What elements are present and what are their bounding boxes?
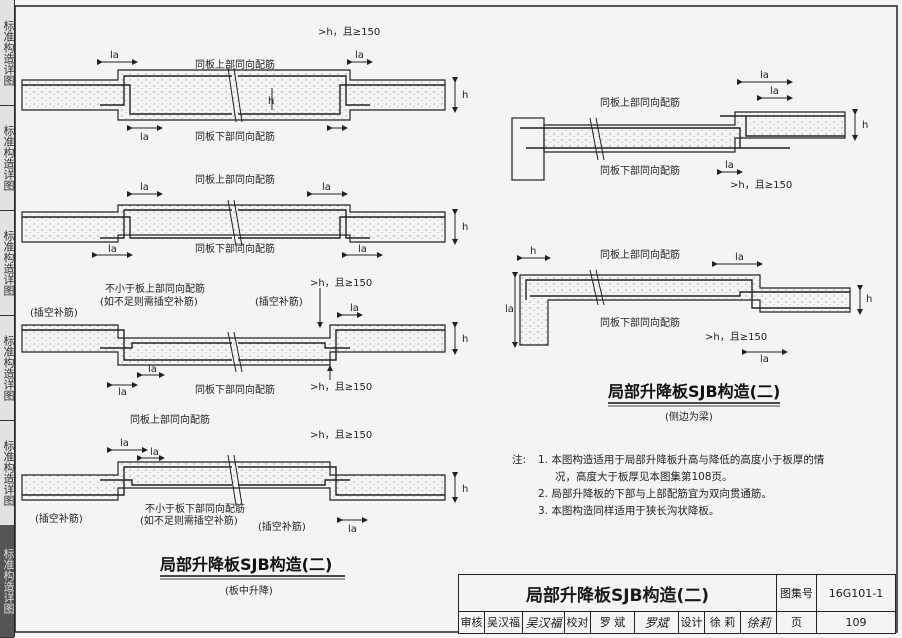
side-tab-seg-4: 标准构造详图 xyxy=(0,315,14,421)
left-diagram-3 xyxy=(21,288,458,388)
label-la-8: la xyxy=(118,387,127,398)
right-label-la-4: la xyxy=(735,252,744,263)
side-tab-seg-1: 标准构造详图 xyxy=(0,0,14,106)
right-subtitle: (侧边为梁) xyxy=(665,410,713,423)
design-signature: 徐莉 xyxy=(741,611,777,633)
label-not-less-bottom: 不小于板下部同向配筋 xyxy=(145,502,245,515)
right-label-la-1: la xyxy=(760,70,769,81)
left-diagram-2 xyxy=(21,191,458,258)
label-h-ge-150-4: >h，且≥150 xyxy=(310,429,372,441)
side-tab-seg-2: 标准构造详图 xyxy=(0,105,14,211)
page-label: 页 xyxy=(777,611,817,633)
label-h-5: h xyxy=(462,484,468,495)
left-diagram-4 xyxy=(21,447,458,523)
label-bottom-rebar-2: 同板下部同向配筋 xyxy=(195,242,275,255)
right-label-bottom-rebar-1: 同板下部同向配筋 xyxy=(600,164,680,177)
atlas-number: 16G101-1 xyxy=(828,586,884,600)
label-bottom-rebar-1: 同板下部同向配筋 xyxy=(195,130,275,143)
label-h-4: h xyxy=(462,334,468,345)
label-la-12: la xyxy=(150,447,159,458)
label-not-less-top: 不小于板上部同向配筋 xyxy=(105,282,205,295)
note-line-3: 2. 局部升降板的下部与上部配筋宜为双向贯通筋。 xyxy=(538,488,772,500)
note-line-1: 1. 本图构造适用于局部升降板升高与降低的高度小于板厚的情 xyxy=(538,454,825,466)
label-top-rebar-1: 同板上部同向配筋 xyxy=(195,58,275,71)
right-label-la-5: la xyxy=(760,354,769,365)
label-la-7: la xyxy=(358,244,367,255)
label-top-rebar-2: 同板上部同向配筋 xyxy=(195,173,275,186)
label-h-1: h xyxy=(462,90,468,101)
label-h-ge-150-2: >h，且≥150 xyxy=(310,277,372,289)
label-bottom-rebar-3: 同板下部同向配筋 xyxy=(195,383,275,396)
label-la-4: la xyxy=(140,182,149,193)
label-la-13: la xyxy=(348,524,357,535)
check-label: 校对 xyxy=(565,611,591,633)
left-subtitle: (板中升降) xyxy=(225,584,273,597)
label-h-2: h xyxy=(268,96,274,107)
right-label-top-rebar-2: 同板上部同向配筋 xyxy=(600,248,680,261)
label-add-bar-4: (插空补筋) xyxy=(258,520,306,533)
right-label-bottom-rebar-2: 同板下部同向配筋 xyxy=(600,316,680,329)
check-name: 罗 斌 xyxy=(591,611,635,633)
left-diagram-1 xyxy=(21,59,458,131)
notes-prefix: 注: xyxy=(512,454,527,466)
label-h-ge-150-3: >h，且≥150 xyxy=(310,381,372,393)
right-diagram-2 xyxy=(512,255,863,355)
title-block: 局部升降板SJB构造(二) 图集号 16G101-1 审核 吴汉福 吴汉福 校对… xyxy=(458,574,896,634)
review-label: 审核 xyxy=(459,611,485,633)
right-label-h-2: h xyxy=(530,246,536,257)
right-label-h-3: h xyxy=(866,294,872,305)
right-diagram-1 xyxy=(511,79,858,181)
check-signature: 罗斌 xyxy=(635,611,679,633)
drawing-frame xyxy=(14,5,898,633)
note-line-2: 况，高度大于板厚见本图集第108页。 xyxy=(555,471,733,483)
left-title: 局部升降板SJB构造(二) xyxy=(160,555,332,574)
label-h-3: h xyxy=(462,222,468,233)
label-not-less-top-note: (如不足则需插空补筋) xyxy=(100,295,198,308)
label-la-5: la xyxy=(322,182,331,193)
right-label-h-ge-150-1: >h，且≥150 xyxy=(730,179,792,191)
label-la-2: la xyxy=(140,132,149,143)
label-top-rebar-3: 同板上部同向配筋 xyxy=(130,413,210,426)
label-la-6: la xyxy=(108,244,117,255)
review-signature: 吴汉福 xyxy=(523,611,565,633)
right-label-la-2: la xyxy=(770,86,779,97)
label-la-10: la xyxy=(350,303,359,314)
label-la-3: la xyxy=(355,50,364,61)
side-tab: 标准构造详图 标准构造详图 标准构造详图 标准构造详图 标准构造详图 标准构造详… xyxy=(0,0,15,638)
right-label-la-6: la xyxy=(505,304,514,315)
atlas-label: 图集号 xyxy=(777,575,817,611)
side-tab-seg-3: 标准构造详图 xyxy=(0,210,14,316)
page-number: 109 xyxy=(845,615,867,629)
label-add-bar-2: (插空补筋) xyxy=(30,306,78,319)
review-name: 吴汉福 xyxy=(485,611,523,633)
right-label-h-ge-150-2: >h，且≥150 xyxy=(705,331,767,343)
design-label: 设计 xyxy=(679,611,705,633)
note-line-4: 3. 本图构造同样适用于狭长沟状降板。 xyxy=(538,505,720,517)
label-not-less-bottom-note: (如不足则需插空补筋) xyxy=(140,514,238,527)
label-add-bar-3: (插空补筋) xyxy=(35,512,83,525)
label-add-bar-1: (插空补筋) xyxy=(255,295,303,308)
label-la-1: la xyxy=(110,50,119,61)
label-la-9: la xyxy=(148,364,157,375)
right-label-h-1: h xyxy=(862,120,868,131)
design-name: 徐 莉 xyxy=(705,611,741,633)
right-label-la-3: la xyxy=(725,160,734,171)
label-h-ge-150-1: >h，且≥150 xyxy=(318,26,380,38)
right-title: 局部升降板SJB构造(二) xyxy=(608,382,780,401)
right-label-top-rebar-1: 同板上部同向配筋 xyxy=(600,96,680,109)
title-block-title: 局部升降板SJB构造(二) xyxy=(459,575,777,611)
label-la-11: la xyxy=(120,438,129,449)
